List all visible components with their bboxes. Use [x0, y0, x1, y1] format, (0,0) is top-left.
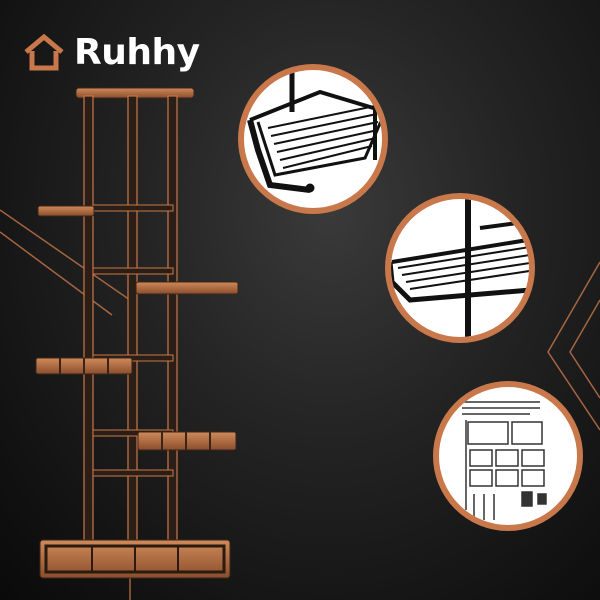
shelf-left-upper: [37, 205, 95, 217]
stand-base: [39, 539, 231, 579]
house-icon: [24, 33, 64, 71]
shelf-right-middle: [135, 281, 239, 295]
brand-logo: Ruhhy: [22, 28, 200, 76]
assembly-parts-icon: [462, 401, 547, 520]
brand-name: Ruhhy: [74, 31, 200, 73]
shelf-corner-detail-icon: [247, 70, 382, 193]
shelf-left-lower: [35, 357, 133, 375]
shelf-edge-detail-icon: [391, 199, 529, 337]
shelf-right-lower: [137, 431, 237, 451]
